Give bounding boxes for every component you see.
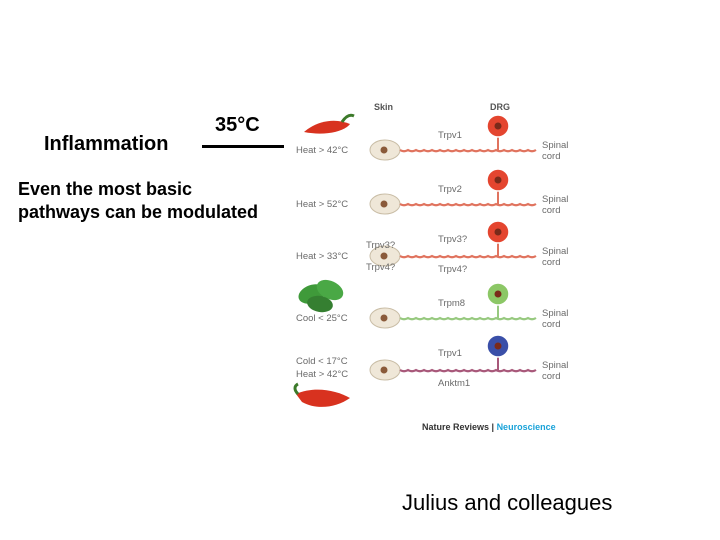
subtitle-line-2: pathways can be modulated [18,202,259,222]
spinal-cord-label: Spinal [542,194,568,205]
source-journal: Neuroscience [497,422,556,432]
skin-header: Skin [374,102,393,112]
spinal-cord-label: cord [542,371,560,382]
axon [399,148,537,153]
spinal-cord-label: cord [542,257,560,268]
drg-cell-nucleus [494,342,502,350]
stimulus-label: Cool < 25°C [296,313,348,324]
skin-cell-nucleus [380,314,388,322]
mint-leaves-icon [298,279,344,313]
credit-label: Julius and colleagues [402,490,613,515]
source-separator: | [489,422,497,432]
chili-pepper-top-icon [304,113,355,134]
drg-header: DRG [490,102,510,112]
source-credit: Nature Reviews | Neuroscience [422,422,556,432]
drg-cell-nucleus [494,176,502,184]
channel-label: Trpv3? [438,234,467,245]
source-brand: Nature Reviews [422,422,489,432]
subtitle-line-1: Even the most basic [18,179,193,199]
channel-label: Trpv1 [438,348,462,359]
channel-label: Trpv2 [438,184,462,195]
skin-cell-nucleus [380,252,388,260]
stimulus-label: Cold < 17°C [296,356,348,367]
skin-cell-nucleus [380,146,388,154]
axon [399,316,537,321]
spinal-cord-label: cord [542,205,560,216]
inflammation-label: Inflammation [44,133,169,155]
drg-cell-nucleus [494,122,502,130]
skin-cell-nucleus [380,200,388,208]
drg-cell-nucleus [494,290,502,298]
channel-label: Trpm8 [438,298,465,309]
stimulus-label: Heat > 52°C [296,199,348,210]
axon [399,254,537,259]
drg-cell-nucleus [494,228,502,236]
neuron-figure: Skin DRG Heat > 42°CTrpv1SpinalcordHeat … [293,102,568,432]
skin-channel-label: Trpv3? [366,240,395,251]
subtitle: Even the most basic pathways can be modu… [18,178,258,224]
skin-cell-nucleus [380,366,388,374]
spinal-cord-label: cord [542,319,560,330]
spinal-cord-label: Spinal [542,246,568,257]
axon [399,368,537,373]
stimulus-label: Heat > 42°C [296,369,348,380]
stimulus-label: Heat > 33°C [296,251,348,262]
channel-label: Trpv1 [438,130,462,141]
stimulus-label: Heat > 42°C [296,145,348,156]
spinal-cord-label: cord [542,151,560,162]
axon [399,202,537,207]
spinal-cord-label: Spinal [542,140,568,151]
channel-label: Trpv4? [438,264,467,275]
chili-pepper-bottom-icon [293,382,350,407]
temperature-label: 35°C [215,114,260,136]
spinal-cord-label: Spinal [542,308,568,319]
spinal-cord-label: Spinal [542,360,568,371]
skin-channel-label: Trpv4? [366,262,395,273]
channel-label: Anktm1 [438,378,470,389]
arrow-line [202,145,284,148]
